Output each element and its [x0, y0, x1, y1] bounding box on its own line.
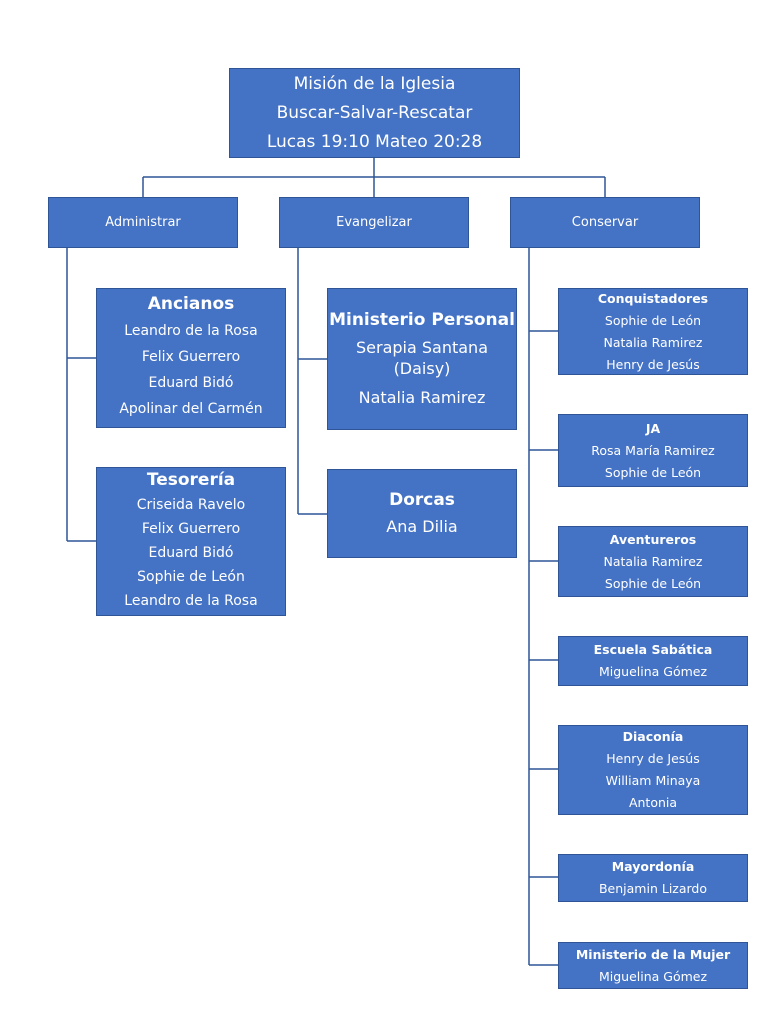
node-member: Henry de Jesús [606, 356, 700, 372]
node-member: Leandro de la Rosa [124, 323, 258, 340]
node-dorcas: Dorcas Ana Dilia [327, 469, 517, 558]
node-member: Ana Dilia [386, 517, 458, 537]
node-ja: JA Rosa María Ramirez Sophie de León [558, 414, 748, 487]
node-member: Sophie de León [604, 575, 702, 591]
node-member: Antonia [628, 795, 678, 810]
node-ancianos: Ancianos Leandro de la Rosa Felix Guerre… [96, 288, 286, 428]
node-title: Escuela Sabática [593, 642, 713, 657]
node-mayordonia: Mayordonía Benjamin Lizardo [558, 854, 748, 902]
node-member: Felix Guerrero [141, 520, 241, 537]
node-member: Criseida Ravelo [136, 496, 246, 513]
node-title: Mayordonía [611, 859, 695, 874]
node-title: Dorcas [389, 489, 455, 510]
node-member: Rosa María Ramirez [591, 442, 715, 458]
node-member: Felix Guerrero [141, 349, 241, 366]
node-member: William Minaya [605, 773, 701, 788]
node-ministerio-personal: Ministerio Personal Serapia Santana (Dai… [327, 288, 517, 430]
node-member: Sophie de León [137, 568, 245, 585]
root-line-2: Buscar-Salvar-Rescatar [276, 102, 473, 123]
node-member: Eduard Bidó [148, 544, 234, 561]
node-title: Conquistadores [597, 290, 709, 306]
root-line-1: Misión de la Iglesia [293, 73, 456, 94]
node-title: Ministerio Personal [329, 310, 515, 331]
node-conquistadores: Conquistadores Sophie de León Natalia Ra… [558, 288, 748, 375]
node-ministerio-de-la-mujer: Ministerio de la Mujer Miguelina Gómez [558, 942, 748, 989]
branch-conservar: Conservar [510, 197, 700, 248]
node-member: Miguelina Gómez [598, 664, 708, 679]
node-member: Natalia Ramirez [603, 334, 703, 350]
branch-label: Evangelizar [336, 214, 412, 230]
node-member: Serapia Santana (Daisy) [356, 337, 488, 378]
node-member: Henry de Jesús [606, 751, 700, 766]
branch-administrar: Administrar [48, 197, 238, 248]
node-title: Ministerio de la Mujer [575, 946, 731, 962]
node-aventureros: Aventureros Natalia Ramirez Sophie de Le… [558, 526, 748, 597]
node-title: Tesorería [146, 470, 236, 491]
branch-evangelizar: Evangelizar [279, 197, 469, 248]
node-member: Natalia Ramirez [358, 387, 486, 407]
node-member: Apolinar del Carmén [119, 401, 263, 418]
node-tesoreria: Tesorería Criseida Ravelo Felix Guerrero… [96, 467, 286, 616]
node-title: Diaconía [622, 729, 684, 744]
node-title: Aventureros [609, 531, 697, 547]
node-member: Benjamin Lizardo [598, 881, 708, 896]
node-title: Ancianos [147, 293, 235, 314]
node-member: Miguelina Gómez [598, 968, 708, 984]
node-member: Sophie de León [604, 312, 702, 328]
node-diaconia: Diaconía Henry de Jesús William Minaya A… [558, 725, 748, 815]
node-title: JA [645, 420, 661, 436]
root-node: Misión de la Iglesia Buscar-Salvar-Resca… [229, 68, 520, 158]
branch-label: Conservar [571, 214, 639, 230]
node-member: Sophie de León [604, 464, 702, 480]
node-member: Eduard Bidó [148, 375, 234, 392]
node-member: Leandro de la Rosa [124, 592, 258, 609]
branch-label: Administrar [105, 214, 181, 230]
root-line-3: Lucas 19:10 Mateo 20:28 [266, 131, 483, 152]
node-member: Natalia Ramirez [603, 553, 703, 569]
node-escuela-sabatica: Escuela Sabática Miguelina Gómez [558, 636, 748, 686]
